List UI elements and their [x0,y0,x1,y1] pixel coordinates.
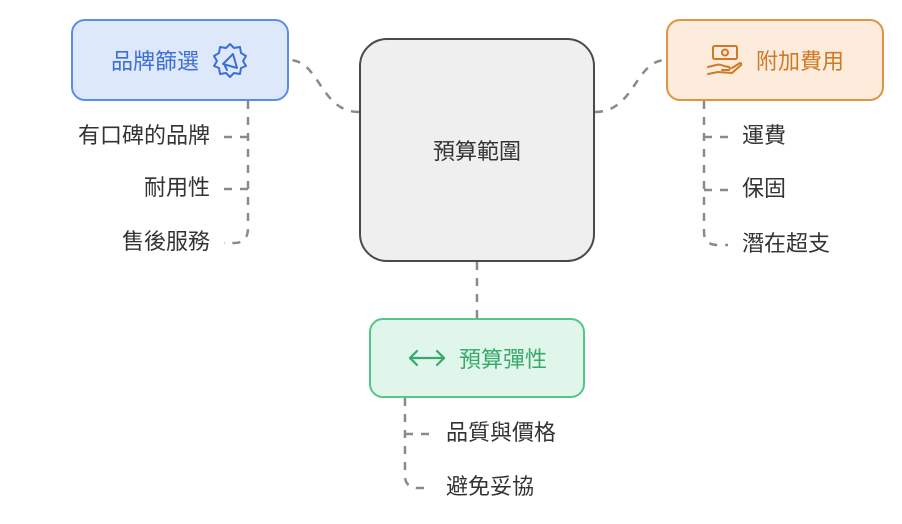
brand-item-durability: 耐用性 [143,176,210,201]
connector-brand-trunk [224,101,250,245]
flex-item-quality-price: 品質與價格 [446,421,557,446]
branch-brand: 品牌篩選 [71,19,289,101]
branch-extra: 附加費用 [666,19,884,101]
branch-brand-label: 品牌篩選 [110,50,199,75]
branch-flex: 預算彈性 [369,318,585,398]
brand-item-reputation: 有口碑的品牌 [77,124,210,149]
connector-extra-trunk [702,101,728,247]
extra-item-warranty: 保固 [742,177,787,202]
connector-center-extra [594,58,667,114]
center-node: 預算範圍 [359,38,595,262]
connector-center-brand [288,58,360,114]
flex-item-avoid-compromise: 避免妥協 [446,475,535,500]
center-label: 預算範圍 [432,140,521,165]
left-right-arrow-icon [407,348,447,368]
branch-flex-label: 預算彈性 [458,348,547,373]
extra-item-shipping: 運費 [742,124,787,149]
connector-flex-trunk [403,398,430,490]
extra-item-overspend: 潛在超支 [742,232,831,257]
megaphone-badge-icon [211,41,249,79]
brand-item-after-sales: 售後服務 [121,230,210,255]
branch-extra-label: 附加費用 [755,50,844,75]
cash-in-hand-icon [706,43,744,77]
